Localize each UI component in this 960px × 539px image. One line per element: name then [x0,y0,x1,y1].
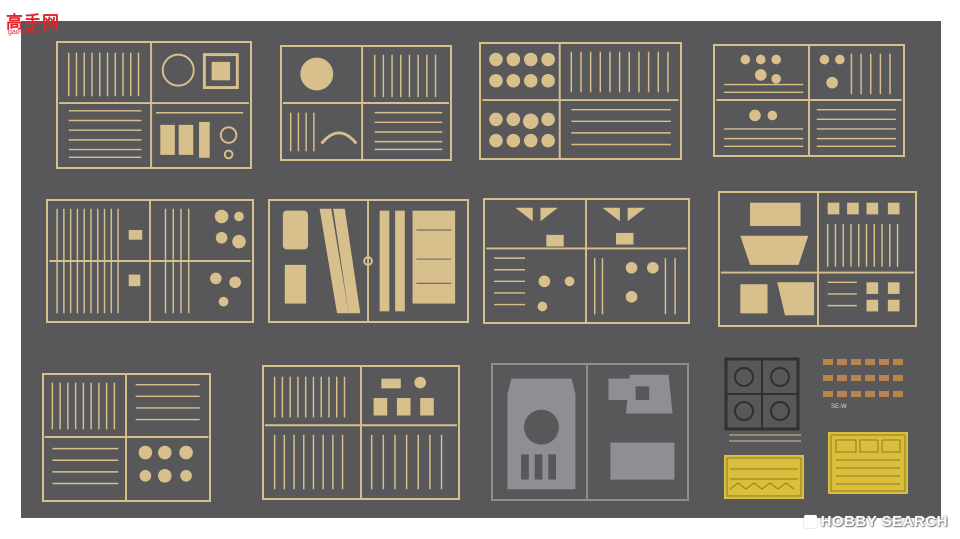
site-logo-url: gao-shou.com [8,29,53,36]
sprue-c [479,42,682,160]
track-links [819,355,911,405]
sprue-i-parts [44,375,209,500]
photo-etch-frame-dark-parts [724,357,800,431]
hobby-search-watermark-text: HOBBY SEARCH [820,512,948,530]
sprue-j [262,365,460,500]
sprue-g [483,198,690,324]
site-logo: 高手网 gao-shou.com [6,8,70,40]
sprue-f [268,199,469,323]
sprue-d [713,44,905,157]
sprue-e-parts [49,201,251,321]
sprue-display-board: SE-W [21,21,941,518]
photo-etch-fret-right [828,432,908,494]
sprue-i [42,373,211,502]
track-links-parts [823,359,903,397]
sprue-d-parts [716,46,902,155]
sprue-h-parts [720,193,915,325]
brass-rods [727,431,803,445]
sprue-h [718,191,917,327]
brass-rods-parts [729,434,801,442]
photo-etch-fret-left-parts [726,457,802,497]
sprue-f-parts [282,201,456,321]
sprue-a-parts [59,43,249,167]
sprue-e [46,199,254,323]
photo-etch-fret-left [724,455,804,499]
hobby-search-watermark: HOBBY SEARCH [803,511,948,531]
sprue-j-parts [264,367,458,498]
sprue-b [280,45,452,161]
sprue-hull-gray [491,363,689,501]
site-logo-text: 高手网 [6,13,60,33]
photo-etch-fret-right-parts [830,434,906,492]
sprue-hull-gray-parts [507,365,675,499]
sprue-g-parts [486,200,687,322]
sprue-a [56,41,252,169]
sprue-b-parts [282,47,450,159]
hobby-search-logo-icon [803,514,817,528]
sprue-c-parts [482,44,679,158]
photo-etch-label: SE-W [831,404,847,410]
photo-etch-frame-dark [724,357,800,431]
